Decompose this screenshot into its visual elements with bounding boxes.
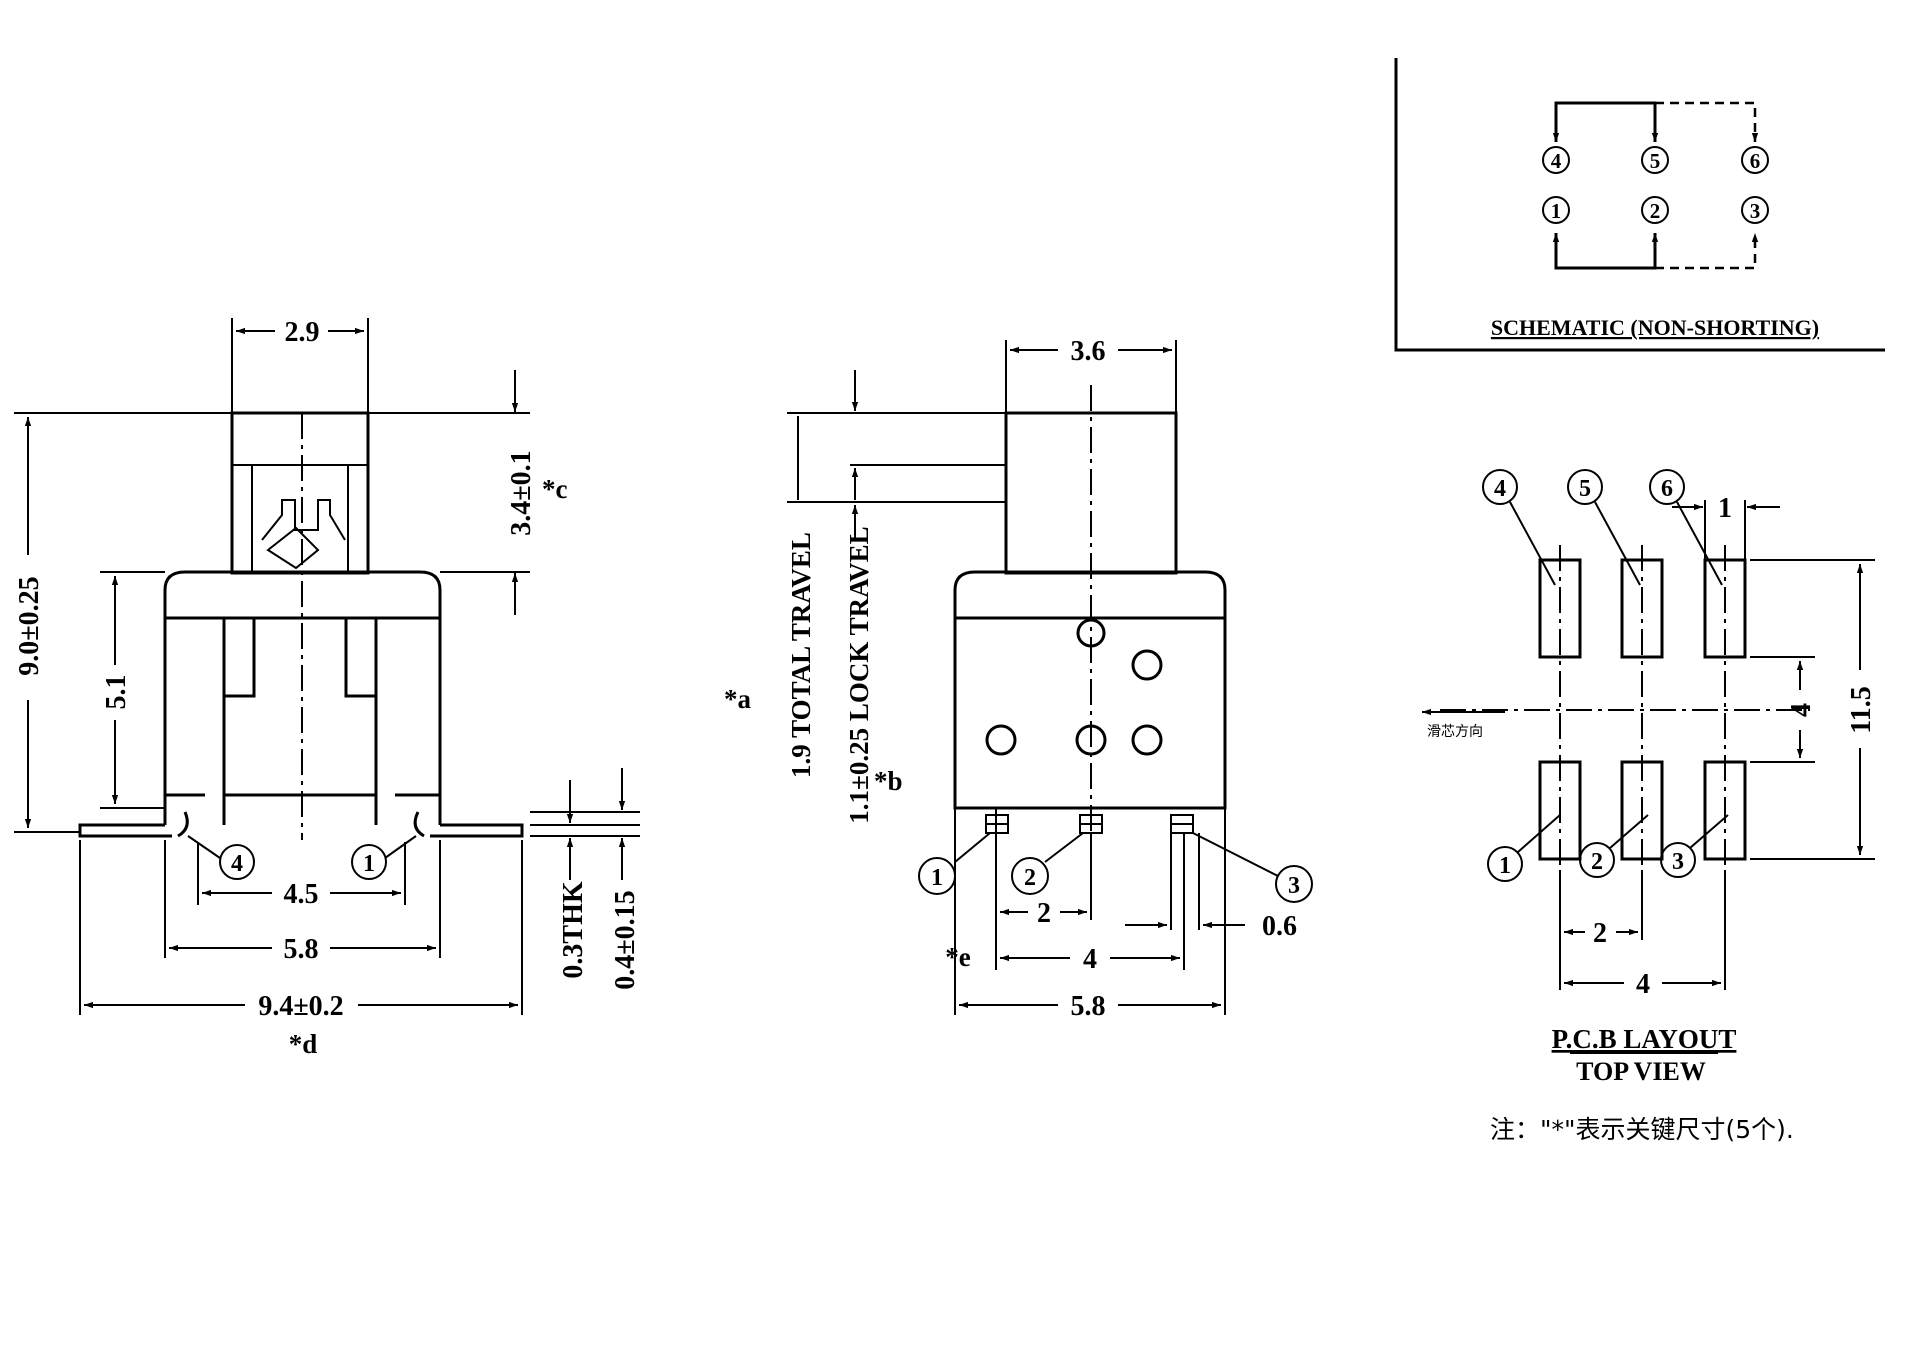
pcb-pin-2: 2 [1591, 849, 1603, 875]
schematic-pin-2: 2 [1650, 199, 1661, 223]
dim-body-width: 5.8 [284, 934, 319, 965]
note-c: *c [542, 474, 568, 504]
schematic-pin-5: 5 [1650, 149, 1661, 173]
schematic-pin-1: 1 [1551, 199, 1562, 223]
front-terminal-right [430, 823, 524, 838]
dim-pin-pitch: 4.5 [284, 879, 319, 910]
dim-terminal-thk: 0.3THK [558, 881, 589, 978]
dim-pitch: 2 [1037, 898, 1051, 929]
pcb-pin-3: 3 [1672, 849, 1684, 875]
side-pin-3-label: 3 [1288, 873, 1300, 899]
dim-top-width: 2.9 [285, 317, 320, 348]
note-b: *b [874, 766, 903, 796]
dim-row-gap: 4 [1786, 703, 1817, 717]
schematic-pin-4: 4 [1551, 149, 1562, 173]
dim-overall-width: 9.4±0.2 [258, 991, 343, 1022]
schematic-frame [1394, 58, 1885, 352]
pcb-pin-1: 1 [1499, 853, 1511, 879]
front-pin-4-bubble [219, 844, 255, 880]
dim-row-span: 11.5 [1846, 686, 1877, 733]
pcb-layout: 滑芯方向 4 5 6 1 2 3 1 4 [1422, 469, 1877, 1086]
dim-pin-width: 0.6 [1262, 911, 1297, 942]
note-d: *d [289, 1029, 318, 1059]
dim-side-body-width: 5.8 [1071, 991, 1106, 1022]
dim-actuator-width: 3.6 [1071, 336, 1106, 367]
pcb-pin-6: 6 [1661, 476, 1673, 502]
schematic-title: SCHEMATIC (NON-SHORTING) [1491, 315, 1819, 340]
front-pin-4: 4 [231, 851, 243, 877]
pcb-title: P.C.B LAYOUT [1552, 1024, 1737, 1054]
dim-body-height: 5.1 [101, 675, 132, 710]
side-pin-2-bubble [1011, 857, 1049, 895]
pcb-pin-5: 5 [1579, 476, 1591, 502]
actuator-detail [261, 499, 346, 541]
side-view: 3.6 1.9 TOTAL TRAVEL 1.1±0.25 LOCK TRAVE… [724, 336, 1313, 1022]
dim-pad-width: 1 [1718, 493, 1732, 524]
schematic: 4 5 6 1 2 3 SCHEMATIC (NON-SHORTING) [1394, 58, 1885, 352]
key-dimension-note: 注："*"表示关键尺寸(5个). [1490, 1115, 1794, 1144]
dim-total-height: 9.0±0.25 [14, 576, 45, 675]
front-pin-1: 1 [363, 851, 375, 877]
schematic-pin-6: 6 [1750, 149, 1761, 173]
dim-pcb-span: 4 [1636, 969, 1650, 1000]
front-pin-1-bubble [351, 844, 387, 880]
dim-terminal-height: 0.4±0.15 [610, 890, 641, 989]
direction-label: 滑芯方向 [1427, 723, 1483, 740]
total-travel: 1.9 TOTAL TRAVEL [786, 532, 816, 778]
pcb-subtitle: TOP VIEW [1576, 1057, 1706, 1086]
side-body [953, 570, 1227, 810]
front-terminal-left [78, 823, 172, 838]
dim-actuator-height: 3.4±0.1 [506, 450, 537, 535]
side-pin-1-label: 1 [931, 865, 943, 891]
note-a: *a [724, 684, 752, 714]
schematic-pin-3: 3 [1750, 199, 1761, 223]
side-pin-3-bubble [1275, 865, 1313, 903]
note-e: *e [945, 942, 971, 972]
dim-span: 4 [1083, 944, 1097, 975]
lock-travel: 1.1±0.25 LOCK TRAVEL [844, 526, 874, 823]
front-view: 2.9 3.4±0.1 *c 9.0±0.25 5.1 4 1 4.5 [14, 317, 641, 1059]
side-pin-2-label: 2 [1024, 865, 1036, 891]
dim-pcb-pitch: 2 [1593, 918, 1607, 949]
pcb-pin-4: 4 [1494, 476, 1506, 502]
